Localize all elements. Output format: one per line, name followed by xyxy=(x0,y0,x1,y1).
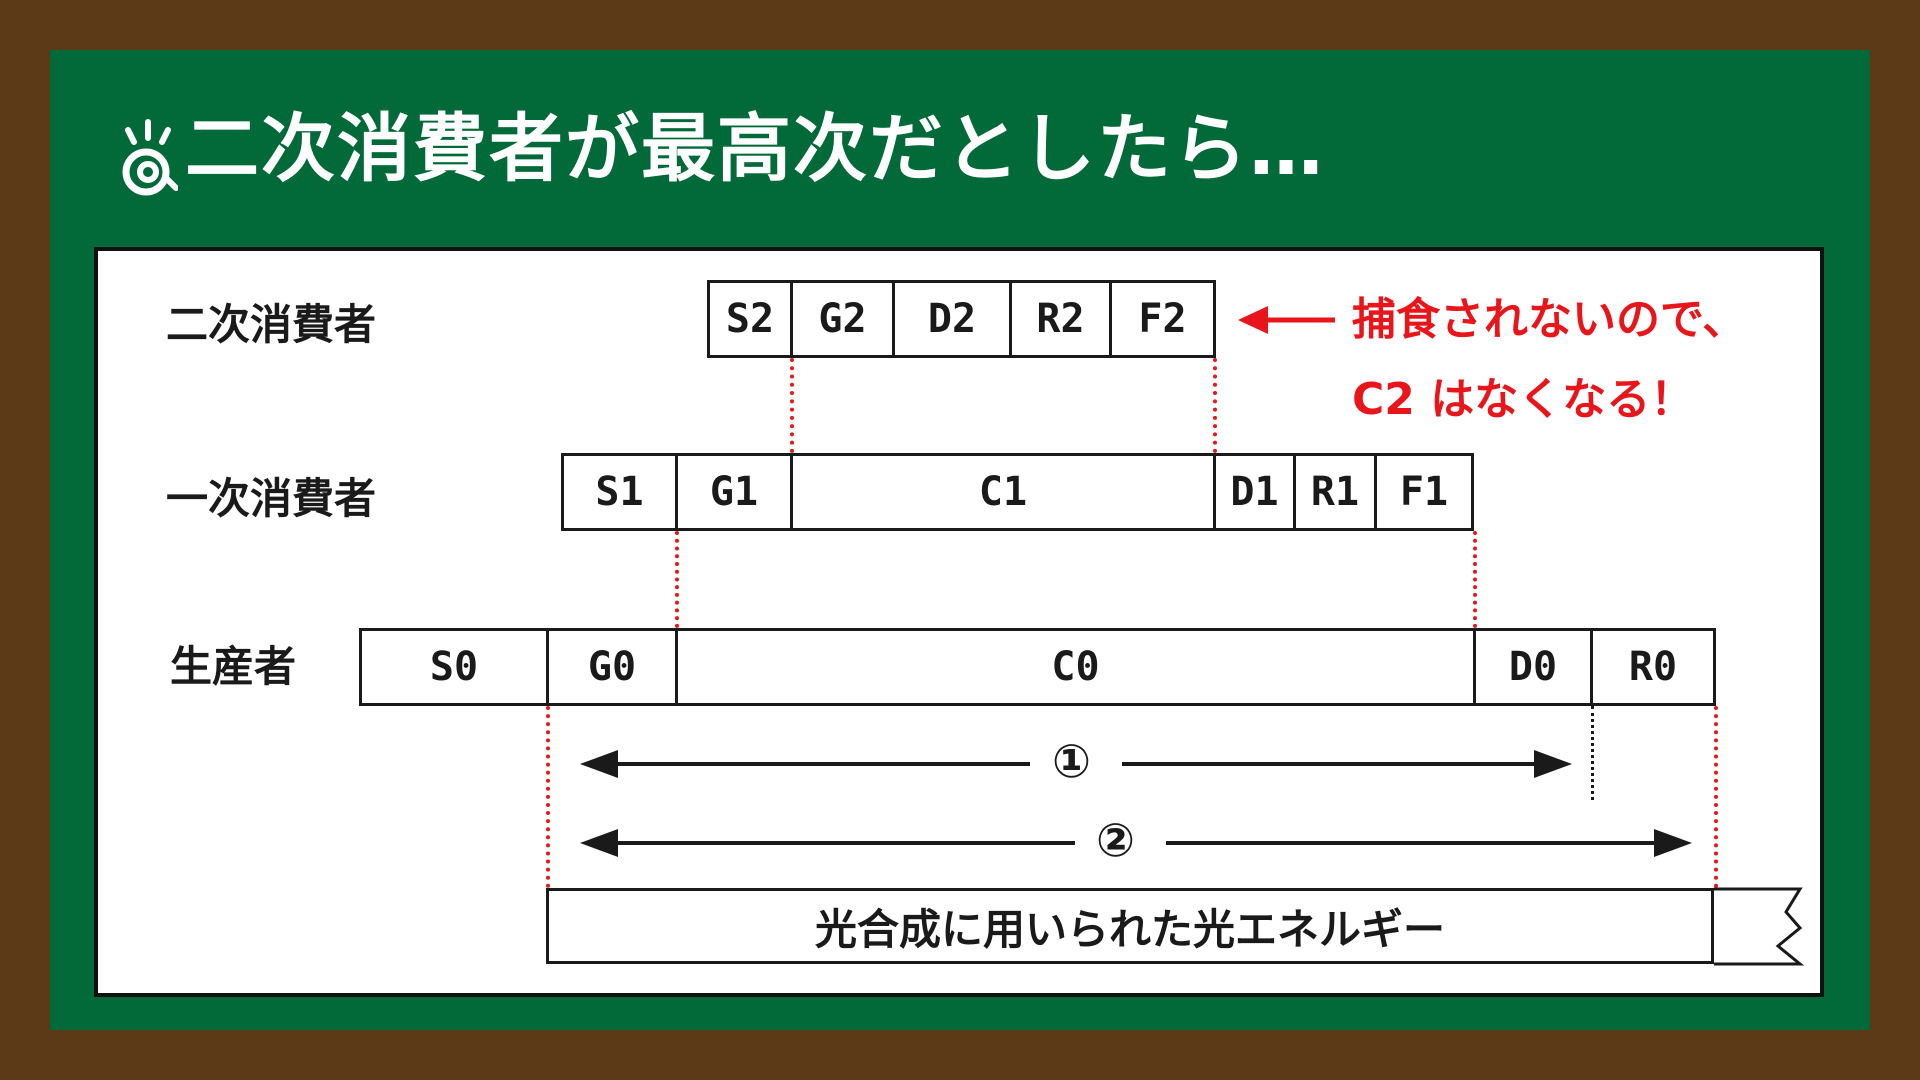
box-f2: F2 xyxy=(1109,280,1216,358)
connector-f1-down xyxy=(1473,531,1477,628)
connector-s1-g1-down xyxy=(675,531,679,628)
box-c0: C0 xyxy=(675,628,1476,706)
arrow-2-label: ② xyxy=(1096,813,1135,867)
light-energy-bar: 光合成に用いられた光エネルギー xyxy=(546,888,1714,964)
box-g2: G2 xyxy=(790,280,895,358)
note-line-1: 捕食されないので、 xyxy=(1352,294,1747,345)
connector-s0-g0-down xyxy=(546,706,550,888)
box-d2: D2 xyxy=(892,280,1012,358)
box-s1: S1 xyxy=(561,453,678,531)
lightbulb-icon xyxy=(122,119,178,196)
connector-f2-down xyxy=(1213,358,1217,453)
diagram-panel xyxy=(94,247,1824,997)
box-s2: S2 xyxy=(707,280,793,358)
arrow-1-label: ① xyxy=(1052,734,1091,788)
note-line-2: C2 はなくなる！ xyxy=(1352,374,1695,425)
label-producer: 生産者 xyxy=(170,642,297,691)
page-title: 二次消費者が最高次だとしたら… xyxy=(185,106,1325,192)
label-primary-consumer: 一次消費者 xyxy=(166,474,377,523)
box-g0: G0 xyxy=(546,628,678,706)
box-s0: S0 xyxy=(359,628,549,706)
box-g1: G1 xyxy=(675,453,793,531)
connector-r0-down xyxy=(1714,706,1718,888)
box-f1: F1 xyxy=(1374,453,1474,531)
box-c1: C1 xyxy=(790,453,1216,531)
connector-s2-g2-down xyxy=(790,358,794,453)
label-secondary-consumer: 二次消費者 xyxy=(166,300,377,349)
connector-d0-r0-down xyxy=(1591,706,1594,800)
box-d0: D0 xyxy=(1473,628,1593,706)
box-r2: R2 xyxy=(1009,280,1112,358)
box-r0: R0 xyxy=(1590,628,1716,706)
